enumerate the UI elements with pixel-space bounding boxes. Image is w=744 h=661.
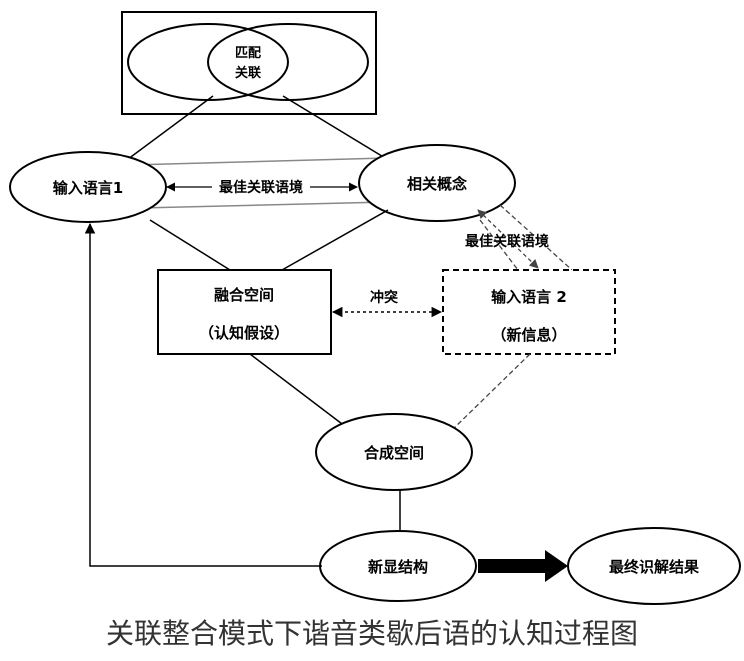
fusion-space-sublabel: （认知假设） <box>199 324 289 342</box>
input-language-1-node <box>9 151 167 223</box>
final-result-node <box>567 527 741 605</box>
connector-input1-concepts-bottom <box>139 201 389 209</box>
context-label-horizontal: 最佳关联语境 <box>219 179 303 196</box>
context-label-diagonal: 最佳关联语境 <box>465 233 549 250</box>
related-concepts-label: 相关概念 <box>407 175 467 193</box>
connector-match-concepts <box>282 95 396 165</box>
input-language-2-node <box>442 269 616 355</box>
feedback-arrow <box>84 222 322 567</box>
related-concepts-node <box>358 144 516 222</box>
match-frame <box>121 11 377 115</box>
conflict-label-bg <box>362 288 406 306</box>
match-label-line2: 关联 <box>235 65 261 81</box>
fusion-space-node <box>157 269 332 355</box>
composite-space-label: 合成空间 <box>363 444 424 462</box>
input-language-2-label: 输入语言 2 <box>491 288 567 306</box>
composite-space-node <box>315 413 473 491</box>
match-ellipse-right <box>207 23 369 101</box>
connector-fusion-composite <box>249 353 351 431</box>
result-arrow <box>478 550 568 582</box>
figure-caption: 关联整合模式下谐音类歇后语的认知过程图 <box>105 617 638 650</box>
input-language-2-sublabel: （新信息） <box>491 326 566 344</box>
fusion-space-label: 融合空间 <box>214 286 274 304</box>
emergent-structure-label: 新显结构 <box>368 558 428 576</box>
match-label-line1: 匹配 <box>235 46 261 61</box>
connector-input1-concepts-top <box>129 157 389 166</box>
connector-match-input1 <box>123 95 214 163</box>
input-language-1-label: 输入语言1 <box>53 179 123 197</box>
connector-input2-composite <box>449 353 531 433</box>
conflict-label: 冲突 <box>370 289 398 306</box>
connector-concepts-fusion <box>281 209 389 271</box>
connector-input1-fusion <box>149 219 231 271</box>
final-result-label: 最终识解结果 <box>609 558 700 576</box>
